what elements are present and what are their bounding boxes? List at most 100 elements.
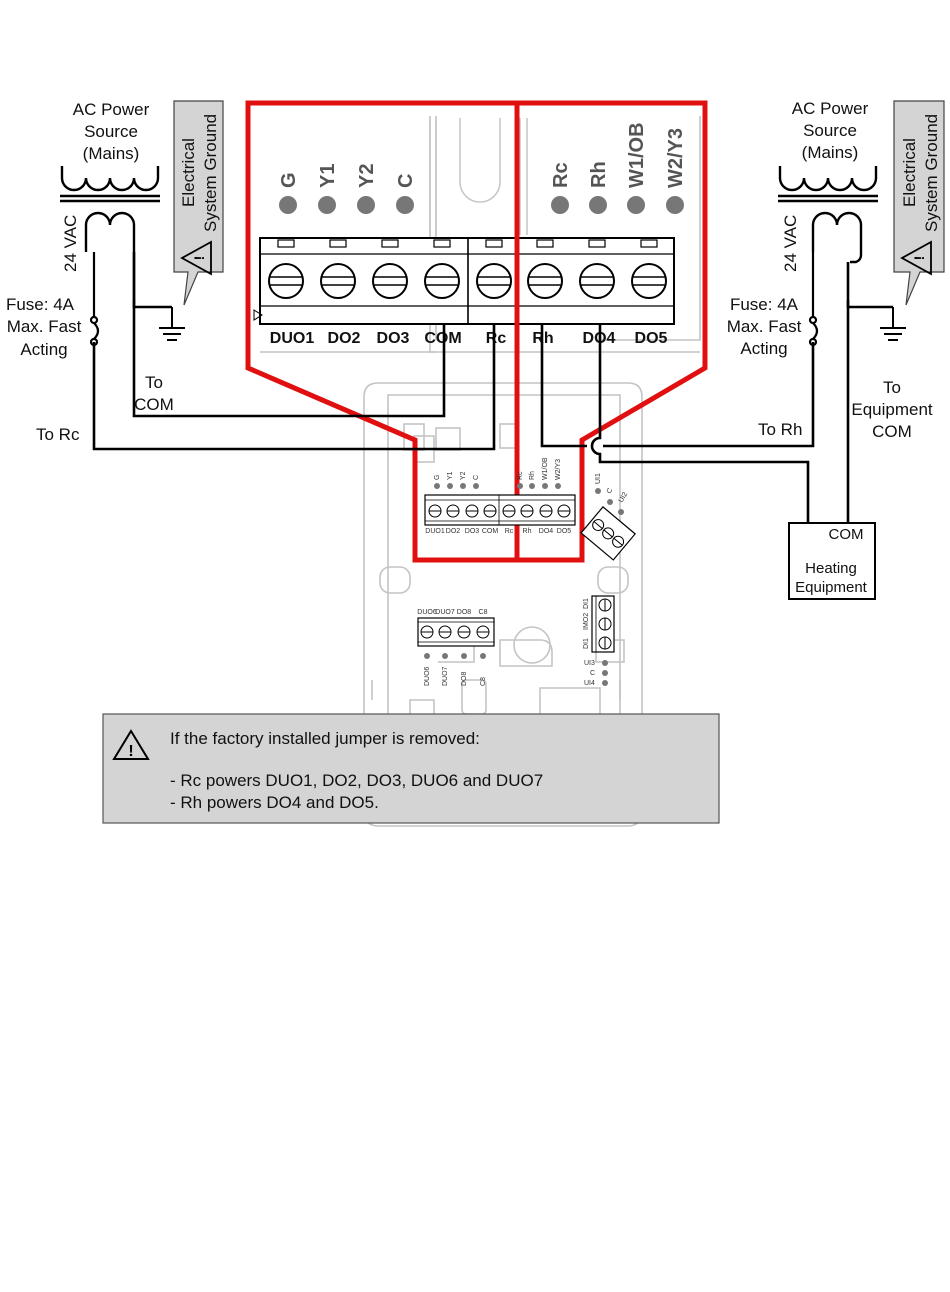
board-c-label: C xyxy=(606,487,615,495)
fuse-icon xyxy=(808,252,819,347)
warning-triangle-icon: ! xyxy=(900,240,932,276)
terminal-screw xyxy=(527,263,563,299)
terminal-top-label-y2: Y2 xyxy=(356,164,378,188)
warning-triangle-icon: ! xyxy=(180,240,212,276)
terminal-bottom-label-do5: DO5 xyxy=(635,330,668,347)
board-dot-rh xyxy=(529,483,535,489)
connector-housing xyxy=(253,118,675,325)
svg-text:!: ! xyxy=(128,743,133,760)
note-line-2: - Rh powers DO4 and DO5. xyxy=(170,793,379,812)
board-lower-screws xyxy=(420,625,490,639)
heating-equipment-line1: Heating xyxy=(805,560,857,577)
board-bottom-label-do4: DO4 xyxy=(539,528,554,535)
board-dot-w2-y3 xyxy=(555,483,561,489)
svg-text:!: ! xyxy=(191,256,207,261)
board-ui3-label: UI3 xyxy=(584,660,595,667)
left-to-com-line2: COM xyxy=(134,395,174,414)
terminal-screw xyxy=(424,263,460,299)
board-top-label-g: G xyxy=(434,475,441,480)
terminal-dot-w1-ob xyxy=(627,196,645,214)
board-dot-y1 xyxy=(447,483,453,489)
warning-triangle-icon: ! xyxy=(112,729,150,760)
board-dot-y2 xyxy=(460,483,466,489)
terminal-dot-g xyxy=(279,196,297,214)
ground-symbol-icon xyxy=(880,307,906,341)
left-fuse-label: Fuse: 4A Max. Fast Acting xyxy=(6,295,82,359)
terminal-screw xyxy=(631,263,667,299)
left-source-title-line3: (Mains) xyxy=(83,144,140,163)
terminal-dot-c xyxy=(396,196,414,214)
right-voltage-label: 24 VAC xyxy=(781,215,800,272)
terminal-bottom-label-rc: Rc xyxy=(486,330,507,347)
board-bottom-label-do3: DO3 xyxy=(465,528,480,535)
transformer-icon xyxy=(778,166,878,264)
right-to-rh-label: To Rh xyxy=(758,420,802,439)
terminal-top-label-w1-ob: W1/OB xyxy=(626,122,648,188)
left-source-title-line1: AC Power xyxy=(73,100,150,119)
board-top-label-w2-y3: W2/Y3 xyxy=(555,459,562,480)
board-top-label-rc: Rc xyxy=(517,471,524,480)
terminal-dot-rh xyxy=(589,196,607,214)
board-bottom-label-duo1: DUO1 xyxy=(425,528,445,535)
board-lower-bottom-label-do8: DO8 xyxy=(461,672,468,687)
terminal-bottom-label-do3: DO3 xyxy=(377,330,410,347)
left-source-title: AC Power Source (Mains) xyxy=(73,100,150,163)
board-lower-bottom-label-duo6: DUO6 xyxy=(424,666,431,686)
right-source-title-line1: AC Power xyxy=(792,99,869,118)
terminal-top-label-c: C xyxy=(395,174,417,188)
board-lower-top-label-duo6: DUO6 xyxy=(417,609,437,616)
heating-equipment-com: COM xyxy=(829,526,864,543)
board-ui-dots: UI1 C UI2 xyxy=(595,473,629,515)
board-lower-top-label-do8: DO8 xyxy=(457,609,472,616)
board-top-label-rh: Rh xyxy=(529,471,536,480)
wiring xyxy=(92,252,893,523)
board-lower-top-label-c8: C8 xyxy=(479,609,488,616)
wire-do4 xyxy=(590,324,810,523)
board-bottom-label-com: COM xyxy=(482,528,499,535)
board-dot-g xyxy=(434,483,440,489)
board-main-dots xyxy=(434,483,561,489)
left-fuse-line2: Max. Fast xyxy=(7,317,82,336)
left-source-title-line2: Source xyxy=(84,122,138,141)
board-bottom-label-do5: DO5 xyxy=(557,528,572,535)
terminal-dot-y1 xyxy=(318,196,336,214)
terminal-top-label-g: G xyxy=(278,172,300,188)
board-bottom-label-rc: Rc xyxy=(505,528,514,535)
terminal-screw xyxy=(579,263,615,299)
right-source-title: AC Power Source (Mains) xyxy=(792,99,869,162)
terminal-dot-rc xyxy=(551,196,569,214)
wire-right-ground xyxy=(846,262,893,309)
terminal-top-label-y1: Y1 xyxy=(317,164,339,188)
board-bottom-label-rh: Rh xyxy=(523,528,532,535)
terminal-tab xyxy=(277,239,295,248)
terminal-top-label-rh: Rh xyxy=(588,161,610,188)
terminal-bottom-label-duo1: DUO1 xyxy=(270,330,315,347)
board-c2-label: C xyxy=(590,670,595,677)
terminal-screw xyxy=(372,263,408,299)
terminal-bottom-label-do2: DO2 xyxy=(328,330,361,347)
board-top-label-w1-ob: W1/OB xyxy=(542,457,549,480)
board-side-dots: UI3 C UI4 xyxy=(584,660,608,687)
right-source-title-line2: Source xyxy=(803,121,857,140)
board-angled-terminal xyxy=(580,506,636,561)
wire-left-com xyxy=(132,300,446,418)
terminal-dots xyxy=(279,196,684,214)
right-fuse-line1: Fuse: 4A xyxy=(730,295,799,314)
board-side-label-2: IMO2 xyxy=(583,613,590,630)
board-dot-c xyxy=(473,483,479,489)
terminal-tab xyxy=(381,239,399,248)
terminal-screw xyxy=(268,263,304,299)
svg-text:!: ! xyxy=(911,256,927,261)
wire-left-ground xyxy=(132,252,172,309)
ground-symbol-icon xyxy=(159,307,185,341)
board-ui1-label: UI1 xyxy=(595,473,602,484)
right-fuse-label: Fuse: 4A Max. Fast Acting xyxy=(727,295,802,358)
board-ui2-label: UI2 xyxy=(618,491,630,504)
left-to-com-line1: To xyxy=(145,373,163,392)
left-ground-line2: System Ground xyxy=(201,114,220,232)
board-bottom-label-do2: DO2 xyxy=(446,528,461,535)
right-fuse-line3: Acting xyxy=(740,339,787,358)
